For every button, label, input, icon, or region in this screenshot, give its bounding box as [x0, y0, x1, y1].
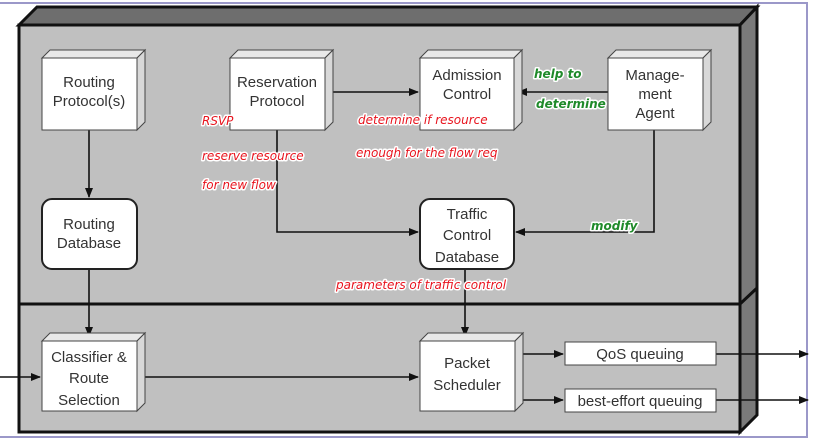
block-admission-control: Admission Control [418, 48, 524, 132]
block-label: Database [57, 235, 121, 252]
annotation-help-2: determine [536, 97, 606, 111]
block-label: Protocol [249, 93, 304, 110]
annotation-reserve-2: for new flow [202, 178, 276, 192]
block-label: QoS queuing [596, 346, 684, 363]
block-label: Packet [444, 355, 491, 372]
block-qos-queuing: QoS queuing [564, 341, 717, 366]
block-label: Database [435, 249, 499, 266]
block-label: Control [443, 86, 491, 103]
block-label: Selection [58, 392, 120, 409]
block-classifier: Classifier & Route Selection [40, 331, 147, 413]
annotation-help-1: help to [534, 67, 582, 81]
annotation-determine-1: determine if resource [358, 113, 488, 127]
block-label: Route [69, 370, 109, 387]
annotation-rsvp: RSVP [202, 114, 234, 128]
block-label: Classifier & [51, 349, 127, 366]
block-traffic-control-database: Traffic Control Database [419, 198, 515, 270]
block-routing-database: Routing Database [41, 198, 138, 270]
annotation-modify: modify [591, 219, 639, 233]
block-best-effort-queuing: best-effort queuing [564, 388, 717, 413]
block-label: Traffic [447, 206, 488, 223]
block-reservation-protocol: Reservation Protocol [228, 48, 335, 132]
annotations: RSVP reserve resource for new flow deter… [201, 66, 641, 294]
block-label: Protocol(s) [53, 93, 126, 110]
block-routing-protocol: Routing Protocol(s) [40, 48, 147, 132]
block-label: Scheduler [433, 377, 501, 394]
connectors [0, 88, 809, 404]
annotation-reserve-1: reserve resource [202, 149, 304, 163]
block-label: ment [638, 86, 672, 103]
annotation-parameters: parameters of traffic control [335, 278, 507, 292]
block-label: Reservation [237, 74, 317, 91]
block-management-agent: Manage- ment Agent [606, 48, 713, 132]
block-label: Manage- [625, 67, 684, 84]
block-packet-scheduler: Packet Scheduler [418, 331, 525, 413]
annotation-determine-2: enough for the flow req [356, 146, 498, 160]
block-label: best-effort queuing [578, 393, 703, 410]
block-label: Control [443, 227, 491, 244]
image-frame [0, 2, 808, 438]
block-label: Admission [432, 67, 501, 84]
block-label: Routing [63, 74, 115, 91]
block-label: Routing [63, 216, 115, 233]
block-label: Agent [635, 105, 675, 122]
